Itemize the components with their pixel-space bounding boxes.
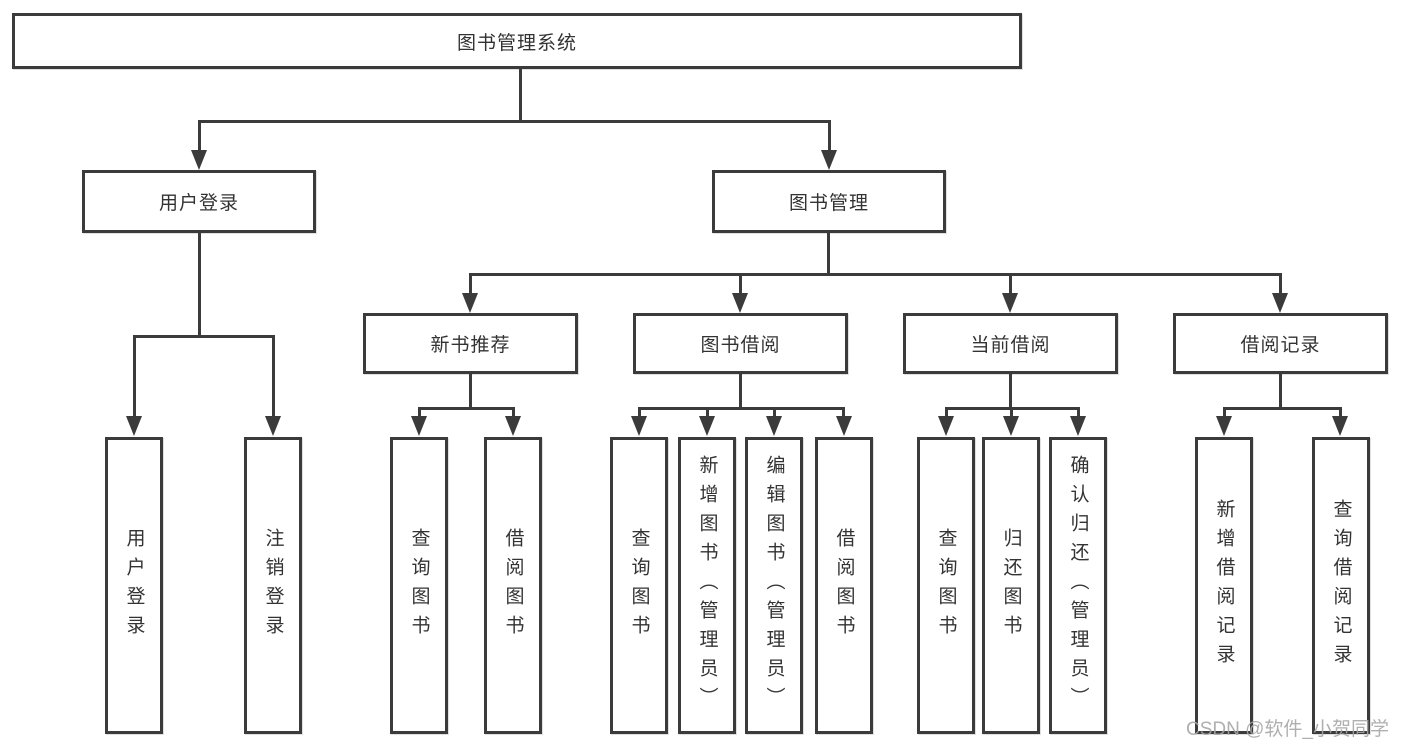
connector-line xyxy=(1223,407,1342,410)
leaf-label: 查询图书 xyxy=(408,527,430,644)
leaf-label: 编辑图书（管理员） xyxy=(763,455,785,716)
arrowhead-icon xyxy=(938,416,954,436)
leaf-query-books-current: 查询图书 xyxy=(917,437,975,734)
leaf-confirm-return-admin: 确认归还（管理员） xyxy=(1049,437,1107,734)
arrowhead-icon xyxy=(1332,416,1348,436)
connector-line xyxy=(1010,407,1013,421)
arrowhead-icon xyxy=(265,416,281,436)
node-user-login: 用户登录 xyxy=(82,170,316,233)
csdn-watermark: CSDN @软件_小贺同学 xyxy=(1186,719,1389,740)
connector-line xyxy=(773,407,776,421)
leaf-add-books-admin: 新增图书（管理员） xyxy=(678,437,736,734)
arrowhead-icon xyxy=(1002,293,1018,313)
connector-line xyxy=(469,374,472,408)
connector-line xyxy=(469,273,472,297)
connector-line xyxy=(828,120,831,154)
connector-line xyxy=(1009,273,1012,297)
connector-line xyxy=(272,335,275,420)
connector-line xyxy=(418,407,421,421)
connector-line xyxy=(739,374,742,408)
node-book-management: 图书管理 xyxy=(712,170,946,233)
leaf-label: 注销登录 xyxy=(262,527,284,644)
connector-line xyxy=(638,407,845,410)
leaf-label: 新增借阅记录 xyxy=(1213,498,1235,673)
connector-line xyxy=(1339,407,1342,421)
arrowhead-icon xyxy=(631,416,647,436)
arrowhead-icon xyxy=(1003,416,1019,436)
leaf-label: 查询图书 xyxy=(935,527,957,644)
connector-line xyxy=(827,233,830,274)
arrowhead-icon xyxy=(1070,416,1086,436)
connector-line xyxy=(133,335,275,338)
connector-line xyxy=(1077,407,1080,421)
leaf-edit-books-admin: 编辑图书（管理员） xyxy=(745,437,803,734)
arrowhead-icon xyxy=(505,416,521,436)
leaf-add-borrow-record: 新增借阅记录 xyxy=(1195,437,1253,734)
leaf-user-login: 用户登录 xyxy=(105,437,163,734)
arrowhead-icon xyxy=(1272,293,1288,313)
connector-line xyxy=(842,407,845,421)
arrowhead-icon xyxy=(836,416,852,436)
connector-line xyxy=(739,273,742,297)
connector-line xyxy=(945,407,948,421)
leaf-label: 借阅图书 xyxy=(833,527,855,644)
leaf-query-borrow-record: 查询借阅记录 xyxy=(1312,437,1370,734)
arrowhead-icon xyxy=(411,416,427,436)
leaf-label: 新增图书（管理员） xyxy=(696,455,718,716)
leaf-borrow-books: 借阅图书 xyxy=(815,437,873,734)
leaf-label: 查询图书 xyxy=(628,527,650,644)
leaf-label: 归还图书 xyxy=(1000,527,1022,644)
leaf-label: 确认归还（管理员） xyxy=(1067,455,1089,716)
leaf-return-books: 归还图书 xyxy=(982,437,1040,734)
connector-line xyxy=(519,69,522,121)
arrowhead-icon xyxy=(732,293,748,313)
connector-line xyxy=(198,120,831,123)
node-current-borrowing: 当前借阅 xyxy=(903,313,1118,374)
arrowhead-icon xyxy=(699,416,715,436)
connector-line xyxy=(418,407,515,410)
node-new-book-recommendation: 新书推荐 xyxy=(363,313,578,374)
arrowhead-icon xyxy=(1216,416,1232,436)
arrowhead-icon xyxy=(821,150,837,170)
connector-line xyxy=(198,120,201,154)
connector-line xyxy=(1279,273,1282,297)
connector-line xyxy=(512,407,515,421)
connector-line xyxy=(469,273,1281,276)
arrowhead-icon xyxy=(191,150,207,170)
arrowhead-icon xyxy=(462,293,478,313)
arrowhead-icon xyxy=(126,416,142,436)
connector-line xyxy=(1009,374,1012,408)
leaf-query-books-borrow: 查询图书 xyxy=(610,437,668,734)
node-borrowing-records: 借阅记录 xyxy=(1173,313,1388,374)
connector-line xyxy=(133,335,136,420)
leaf-logout: 注销登录 xyxy=(244,437,302,734)
connector-line xyxy=(198,233,201,336)
leaf-label: 查询借阅记录 xyxy=(1330,498,1352,673)
leaf-query-books-recommend: 查询图书 xyxy=(390,437,448,734)
arrowhead-icon xyxy=(766,416,782,436)
leaf-label: 用户登录 xyxy=(123,527,145,644)
leaf-label: 借阅图书 xyxy=(502,527,524,644)
connector-line xyxy=(706,407,709,421)
node-book-borrowing: 图书借阅 xyxy=(633,313,848,374)
connector-line xyxy=(1223,407,1226,421)
leaf-borrow-books-recommend: 借阅图书 xyxy=(484,437,542,734)
node-library-management-system: 图书管理系统 xyxy=(12,13,1022,69)
connector-line xyxy=(638,407,641,421)
connector-line xyxy=(1279,374,1282,408)
